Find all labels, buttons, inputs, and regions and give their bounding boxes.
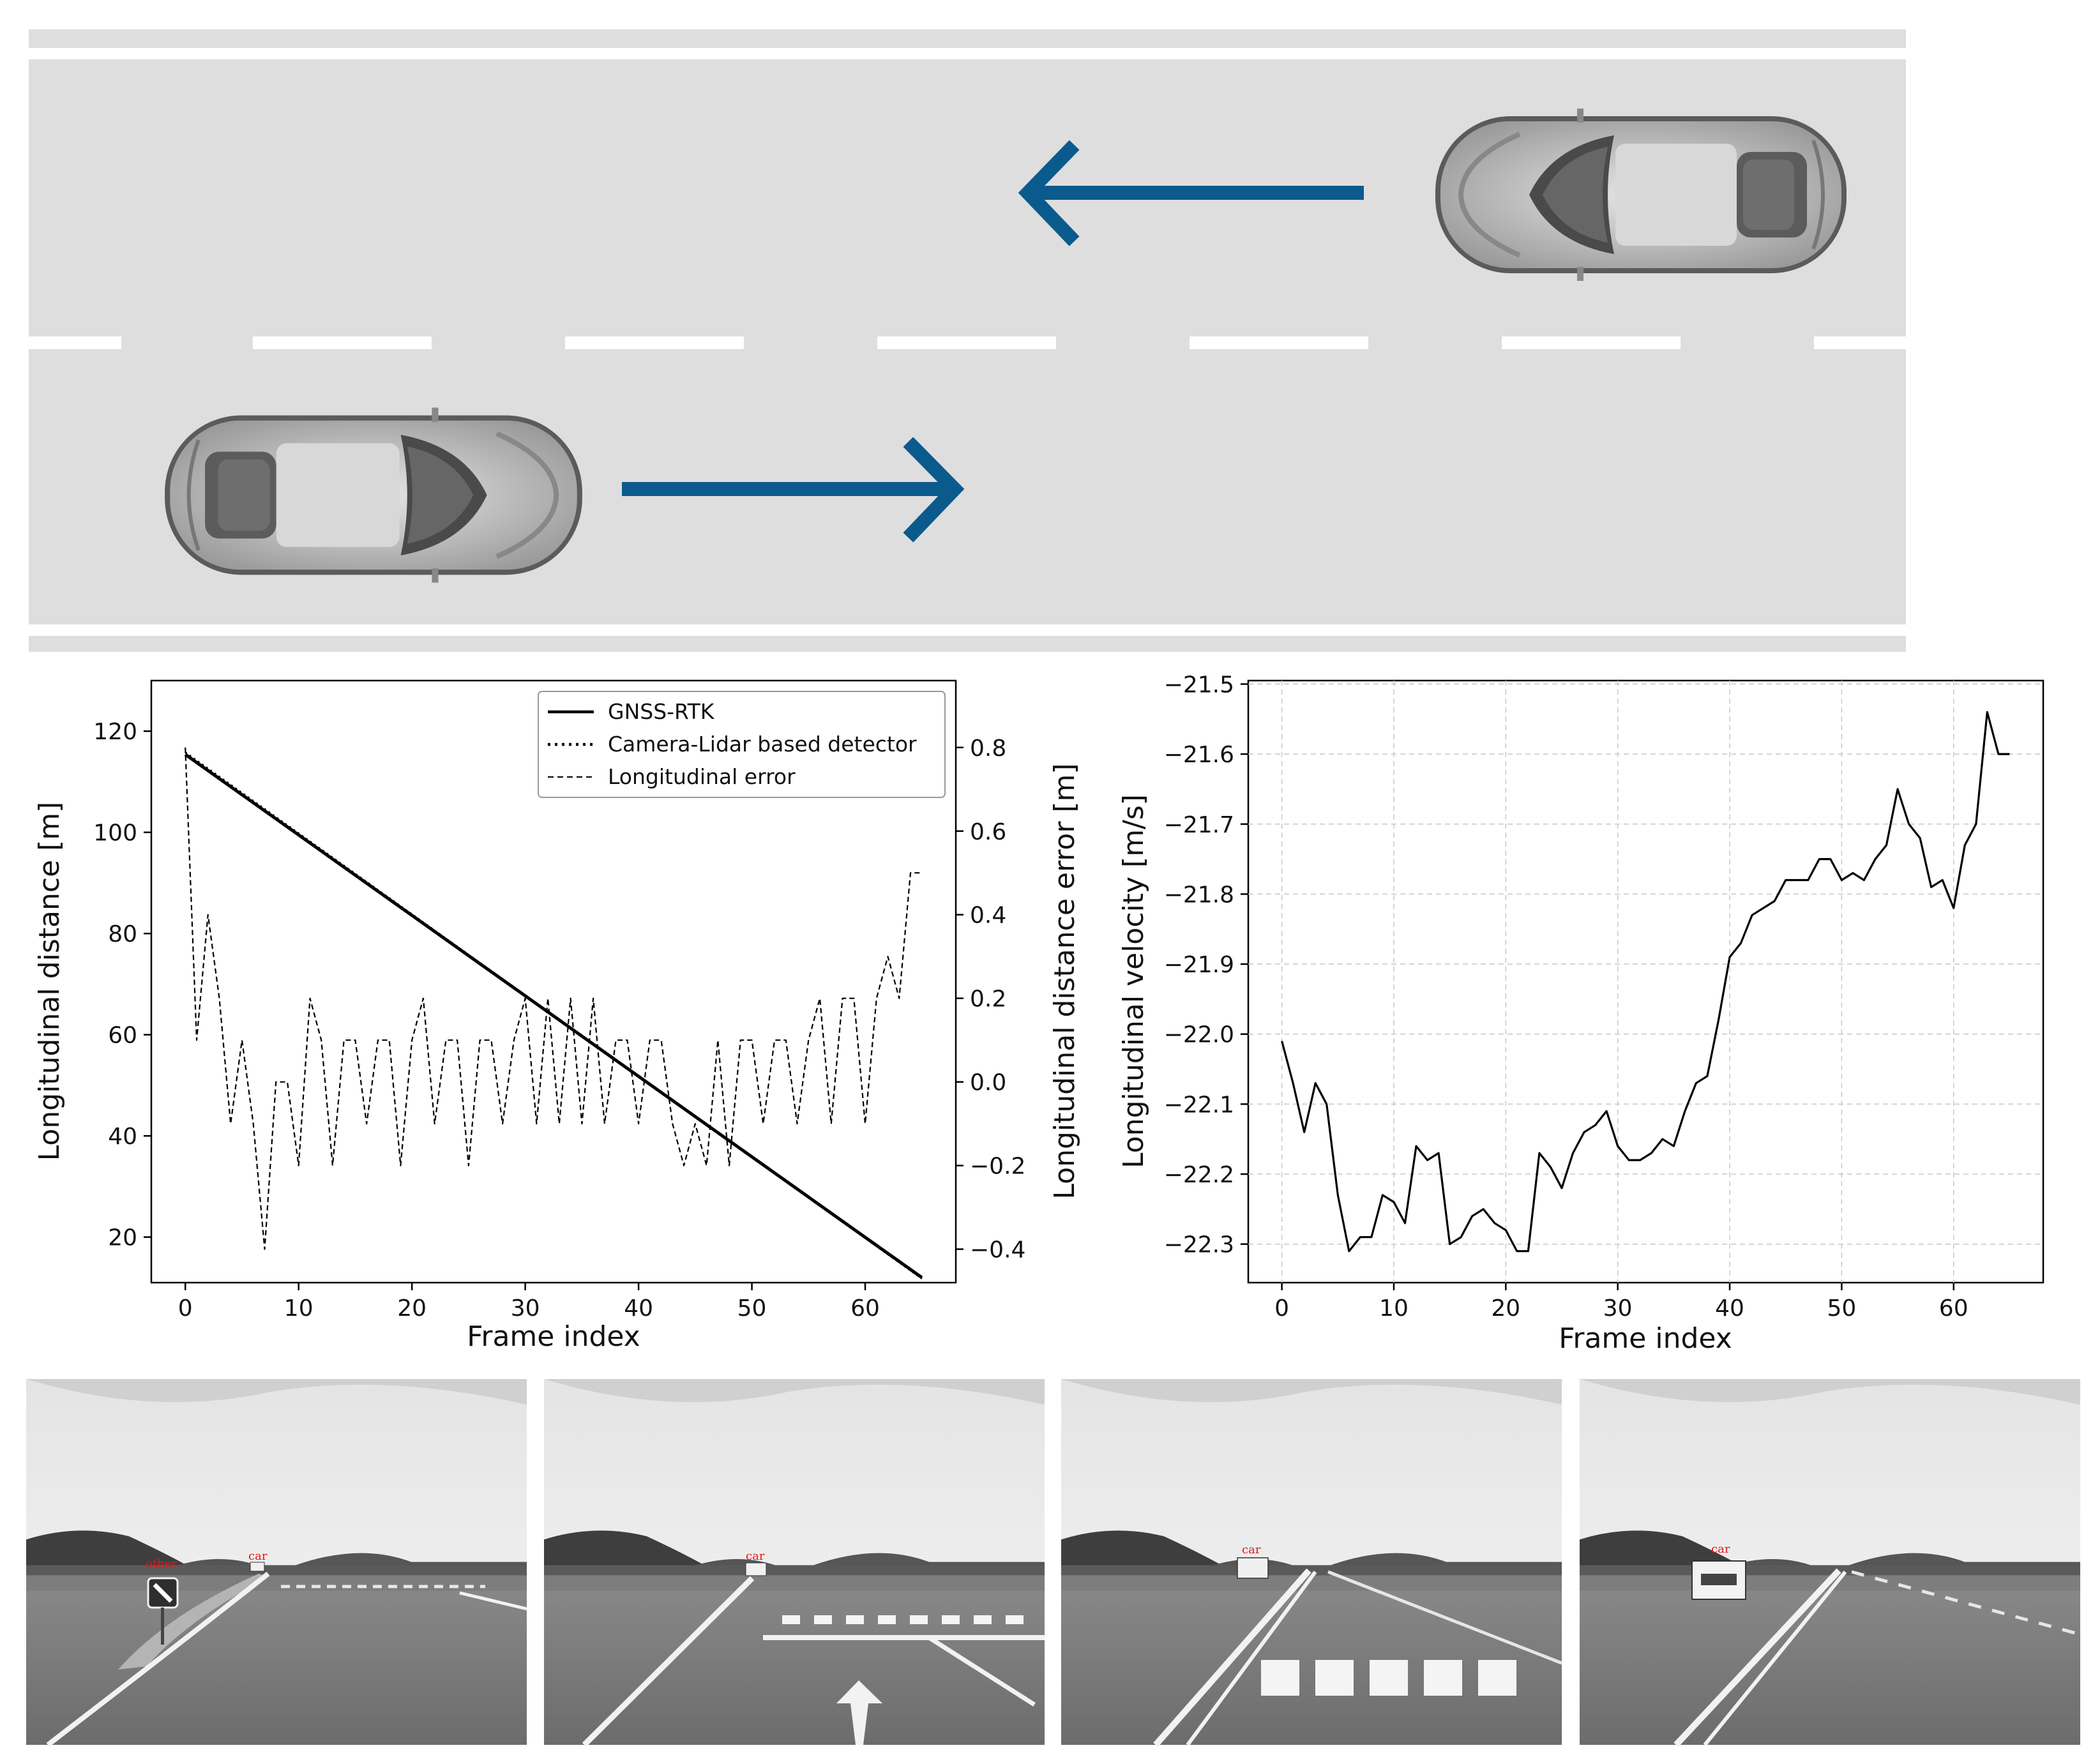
y-tick-label: 60 (108, 1023, 137, 1049)
x-tick-label: 0 (178, 1295, 193, 1322)
detection-label: car (248, 1549, 268, 1563)
right-y-tick-label: 0.0 (970, 1070, 1006, 1096)
x-tick-label: 30 (1603, 1295, 1633, 1322)
x-tick-label: 60 (850, 1295, 880, 1322)
detected-car-icon (1237, 1557, 1269, 1579)
right-y-tick-label: −0.2 (970, 1154, 1025, 1180)
grid (1248, 681, 2043, 1283)
right-y-tick-label: 0.8 (970, 735, 1006, 762)
arrow-left-icon (1018, 140, 1364, 246)
series-group (1281, 711, 2010, 1253)
camera-frame-4: car (1580, 1379, 2081, 1747)
detection-label: car (746, 1549, 765, 1563)
road-edge-top (29, 48, 1906, 59)
road-arrow-icon (836, 1680, 882, 1745)
x-tick-label: 0 (1274, 1295, 1289, 1322)
x-tick-label: 50 (737, 1295, 767, 1322)
right-y-tick-label: 0.6 (970, 819, 1006, 845)
plot-frame (1247, 679, 2044, 1284)
y-tick-label: 20 (108, 1225, 137, 1251)
x-axis-label: Frame index (467, 1320, 640, 1353)
arrow-right-icon (622, 437, 965, 543)
road-edge-bottom (29, 624, 1906, 636)
right-y-tick-label: 0.2 (970, 986, 1006, 1013)
series-line-longitudinal-error (185, 747, 922, 1250)
x-tick-label: 20 (1491, 1295, 1520, 1322)
detection-label: other (146, 1557, 177, 1571)
legend-label-gnss: GNSS-RTK (608, 699, 715, 724)
y-tick-label: 100 (93, 820, 137, 847)
right-y-axis-ticks: −0.4 −0.2 0.0 0.2 0.4 0.6 0.8 (956, 735, 1025, 1263)
camera-frame-1: other car (26, 1379, 527, 1747)
series-line-gnss-rtk (184, 753, 923, 1279)
x-tick-label: 10 (284, 1295, 314, 1322)
left-y-axis-ticks: 20 40 60 80 100 120 (93, 719, 151, 1251)
legend-label-error: Longitudinal error (608, 764, 796, 789)
y-tick-label: −21.5 (1164, 672, 1234, 698)
detected-car-icon (745, 1562, 767, 1576)
camera-frame-2: car (544, 1379, 1045, 1747)
x-tick-label: 60 (1939, 1295, 1968, 1322)
x-tick-label: 50 (1827, 1295, 1856, 1322)
camera-frame-3: car (1061, 1379, 1562, 1747)
distance-chart: 0 10 20 30 40 50 60 20 40 60 80 100 120 −0.4 −0.2 0.0… (33, 679, 1081, 1353)
detection-label: car (1242, 1543, 1261, 1557)
y-tick-label: −21.7 (1164, 812, 1234, 838)
x-axis-ticks: 0 10 20 30 40 50 60 (178, 1283, 880, 1322)
y-tick-label: −21.9 (1164, 952, 1234, 978)
legend-box (538, 691, 946, 798)
y-tick-label: −21.6 (1164, 742, 1234, 768)
legend-label-detector: Camera-Lidar based detector (608, 732, 917, 757)
y-tick-label: −22.0 (1164, 1022, 1234, 1048)
x-tick-label: 40 (1715, 1295, 1744, 1322)
x-tick-label: 20 (397, 1295, 427, 1322)
left-y-axis-label: Longitudinal distance [m] (33, 802, 66, 1161)
y-tick-label: −22.2 (1164, 1162, 1234, 1188)
y-tick-label: −22.3 (1164, 1232, 1234, 1258)
x-tick-label: 30 (511, 1295, 540, 1322)
series-group (184, 747, 923, 1279)
car-top-view-icon (165, 407, 582, 582)
x-axis-ticks: 0 10 20 30 40 50 60 (1274, 1283, 1968, 1322)
legend: GNSS-RTK Camera-Lidar based detector Lon… (538, 691, 946, 798)
y-axis-label: Longitudinal velocity [m/s] (1117, 794, 1150, 1168)
y-tick-label: 120 (93, 719, 137, 745)
right-y-tick-label: 0.4 (970, 903, 1006, 929)
road-schematic (29, 29, 1906, 652)
right-y-tick-label: −0.4 (970, 1237, 1025, 1263)
y-tick-label: 40 (108, 1124, 137, 1150)
detected-car-icon (250, 1562, 265, 1572)
right-y-axis-label: Longitudinal distance error [m] (1048, 763, 1081, 1199)
y-tick-label: −22.1 (1164, 1092, 1234, 1118)
x-tick-label: 10 (1379, 1295, 1409, 1322)
x-axis-label: Frame index (1559, 1322, 1732, 1355)
car-top-view-icon (1435, 109, 1847, 281)
detection-label: car (1711, 1542, 1730, 1556)
y-axis-ticks: −22.3 −22.2 −22.1 −22.0 −21.9 −21.8 −21.7 −21.6… (1164, 672, 1248, 1258)
series-line-velocity (1281, 711, 2010, 1253)
lane-divider (29, 336, 1906, 349)
x-tick-label: 40 (624, 1295, 653, 1322)
y-tick-label: 80 (108, 921, 137, 947)
y-tick-label: −21.8 (1164, 882, 1234, 908)
